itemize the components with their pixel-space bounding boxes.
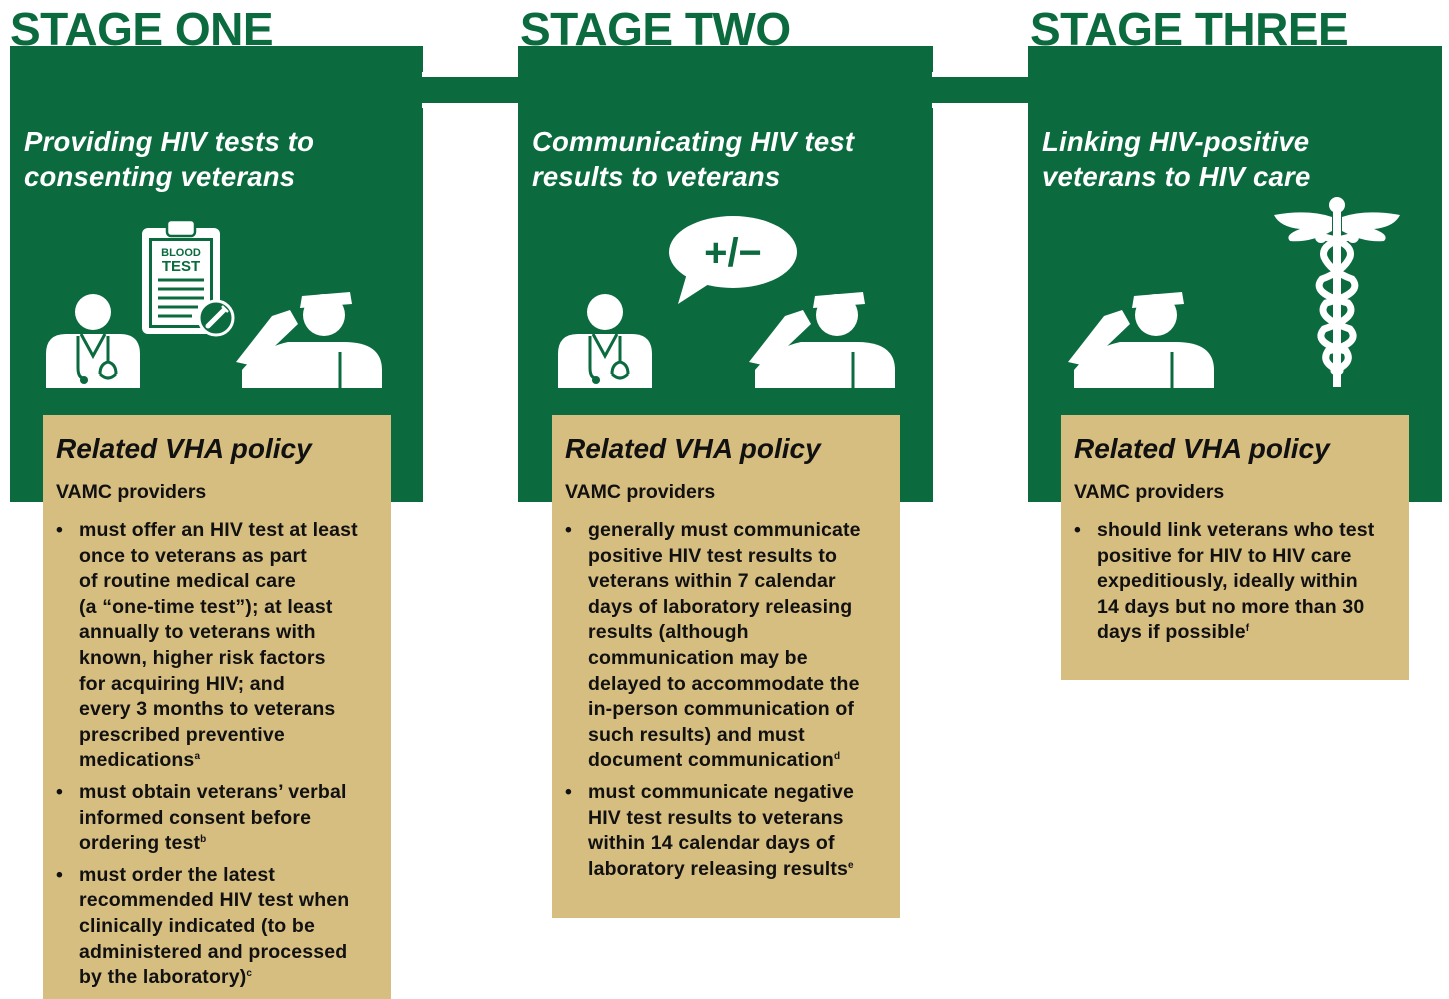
policy-heading: Related VHA policy [1074, 433, 1330, 464]
policy-list: • generally must communicate positive HI… [565, 518, 861, 888]
clipboard-label-blood: BLOOD [161, 247, 201, 259]
policy-list: • must offer an HIV test at least once t… [56, 518, 358, 997]
stage-two-policy-box: Related VHA policy VAMC providers • gene… [552, 415, 900, 918]
footnote-marker: d [833, 751, 841, 763]
stage-one-title: STAGE ONE [10, 3, 274, 55]
policy-bullet: • should link veterans who test positive… [1074, 519, 1375, 644]
saluting-veteran-icon [749, 292, 895, 388]
policy-subheading: VAMC providers [56, 481, 207, 503]
doctor-icon [46, 294, 140, 388]
policy-bullet: • generally must communicate positive HI… [565, 519, 861, 772]
stage-three-title: STAGE THREE [1030, 3, 1349, 55]
speech-bubble-text: +/− [704, 231, 762, 275]
footnote-marker: e [847, 859, 854, 871]
stage-one-subtitle: Providing HIV tests to consenting vetera… [24, 126, 315, 192]
saluting-veteran-icon [1068, 292, 1214, 388]
policy-heading: Related VHA policy [565, 433, 821, 464]
footnote-marker: b [200, 834, 207, 846]
stage-one-policy-box: Related VHA policy VAMC providers • must… [43, 415, 391, 999]
saluting-veteran-icon [236, 292, 382, 388]
policy-list: • should link veterans who test positive… [1074, 518, 1374, 652]
policy-bullet: • must offer an HIV test at least once t… [56, 519, 358, 772]
footnote-marker: f [1245, 623, 1250, 635]
footnote-marker: c [246, 968, 253, 980]
stage-three-subtitle: Linking HIV-positive veterans to HIV car… [1042, 126, 1311, 192]
policy-bullet: • must obtain veterans’ verbal informed … [56, 780, 347, 855]
policy-subheading: VAMC providers [565, 481, 716, 503]
clipboard-icon: BLOOD TEST [142, 218, 235, 337]
doctor-icon [558, 294, 652, 388]
policy-heading: Related VHA policy [56, 433, 312, 464]
stage-two-title: STAGE TWO [520, 3, 791, 55]
speech-bubble-icon: +/− [669, 216, 797, 304]
caduceus-icon [1274, 197, 1400, 387]
footnote-marker: a [194, 751, 201, 763]
stage-three-policy-box: Related VHA policy VAMC providers • shou… [1061, 415, 1409, 680]
policy-subheading: VAMC providers [1074, 481, 1225, 503]
policy-bullet: • must order the latest recommended HIV … [56, 863, 350, 989]
policy-bullet: • must communicate negative HIV test res… [565, 780, 854, 880]
clipboard-label-test: TEST [162, 258, 200, 275]
stage-two-subtitle: Communicating HIV test results to vetera… [532, 126, 855, 192]
